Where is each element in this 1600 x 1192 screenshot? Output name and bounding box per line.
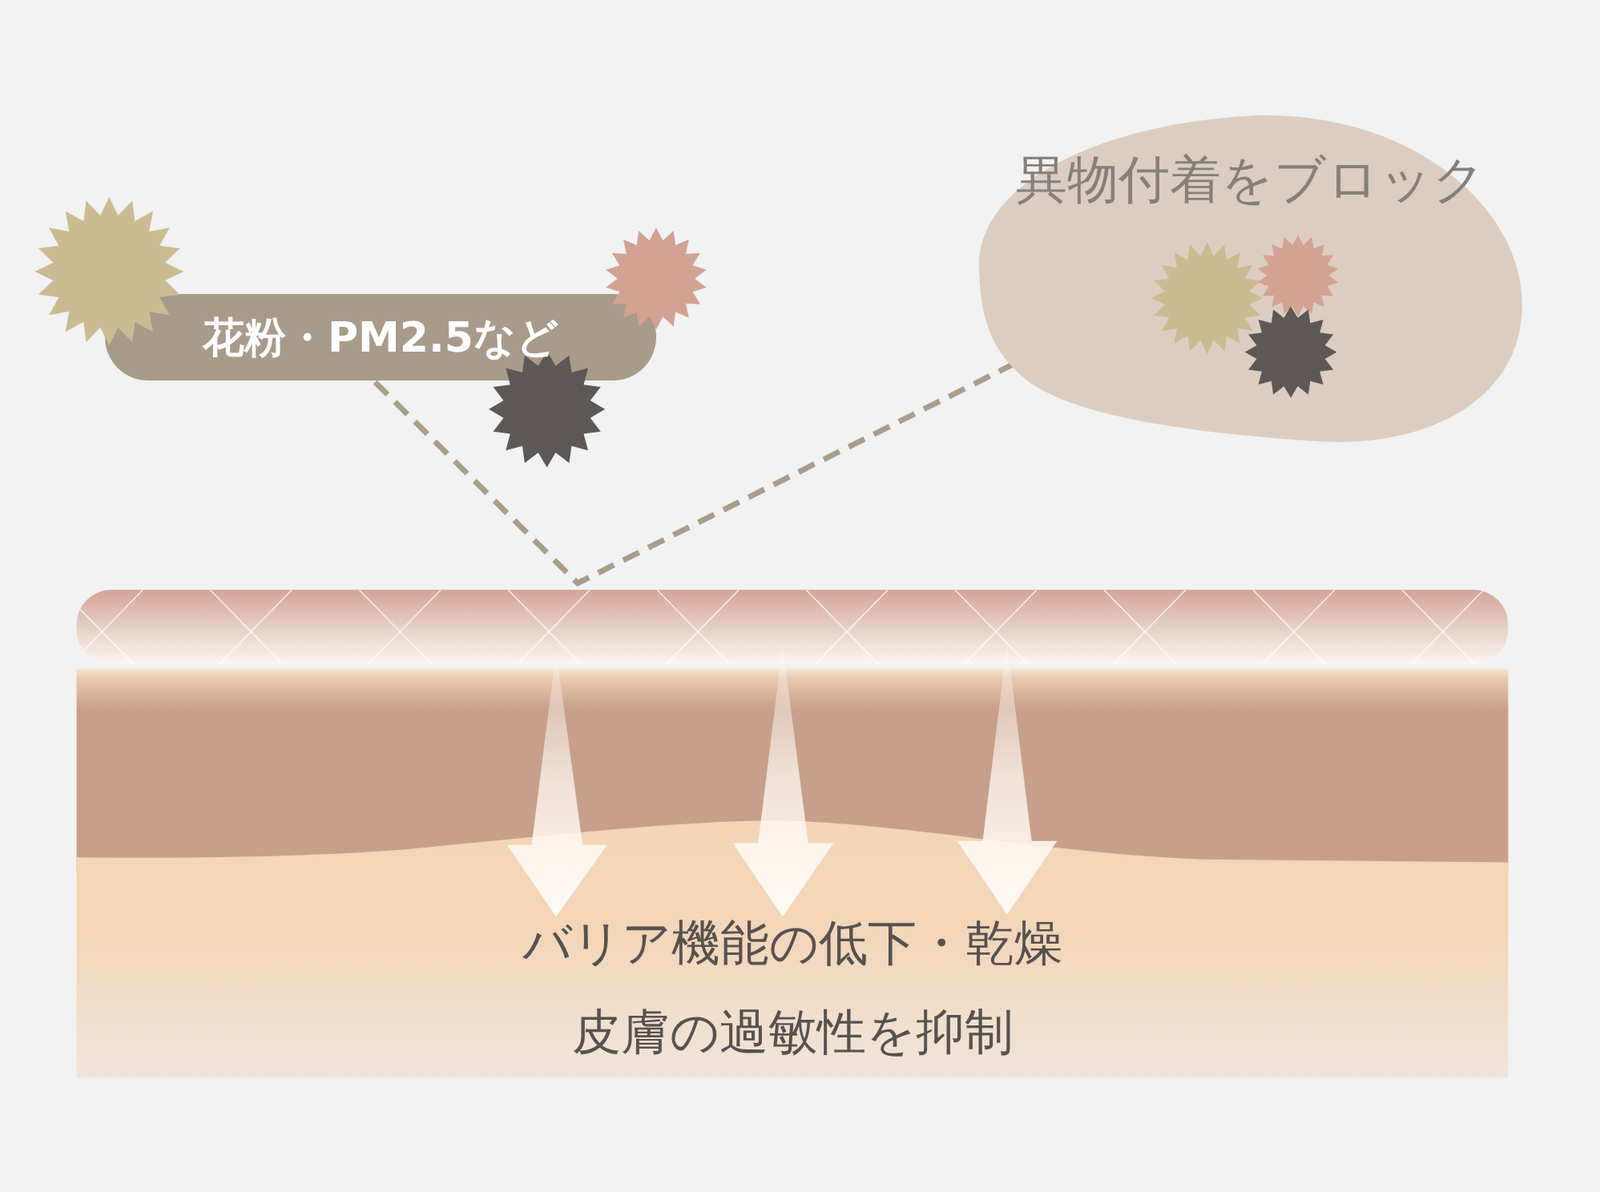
particle-star <box>605 227 706 330</box>
pill-text: 花粉・PM2.5など <box>202 312 559 363</box>
block-region: 異物付着をブロック <box>974 110 1528 447</box>
lattice-stroke <box>806 589 888 665</box>
skin-band: バリア機能の低下・乾燥皮膚の過敏性を抑制 <box>76 857 1508 1078</box>
effect-text: バリア機能の低下・乾燥 <box>522 913 1064 972</box>
lattice-stroke <box>955 589 1037 665</box>
lattice-stroke <box>656 589 739 665</box>
lattice-stroke <box>1253 589 1335 665</box>
down-arrow <box>507 651 608 917</box>
lattice-stroke <box>806 589 888 665</box>
lattice-stroke <box>209 589 292 665</box>
penetration-arrows <box>507 643 1057 917</box>
down-arrow <box>957 643 1058 915</box>
lattice-stroke <box>1402 589 1484 665</box>
lattice-stroke <box>507 589 590 665</box>
lattice-stroke <box>358 589 441 665</box>
lattice-stroke <box>76 589 144 665</box>
down-arrow <box>732 644 834 917</box>
particle-star <box>1257 234 1339 317</box>
lattice-stroke <box>1104 589 1186 665</box>
pollutant-label: 花粉・PM2.5など <box>104 294 657 381</box>
lattice-stroke <box>656 589 739 665</box>
region-heading: 異物付着をブロック <box>1015 149 1486 211</box>
lattice-stroke <box>1402 589 1484 665</box>
particle-star <box>1151 241 1264 355</box>
lattice-stroke <box>76 589 144 665</box>
blob-shape <box>979 115 1523 443</box>
lattice-stroke <box>358 589 441 665</box>
stratum-corneum <box>76 589 1509 665</box>
cell-lattice <box>76 589 1509 665</box>
particle-star <box>34 197 184 347</box>
lattice-stroke <box>1104 589 1186 665</box>
lattice-stroke <box>1253 589 1335 665</box>
effect-text: 皮膚の過敏性を抑制 <box>572 1002 1014 1061</box>
particle-star <box>1245 306 1338 399</box>
lattice-stroke <box>955 589 1037 665</box>
lattice-stroke <box>507 589 590 665</box>
particle-star <box>488 350 605 468</box>
lattice-stroke <box>209 589 292 665</box>
